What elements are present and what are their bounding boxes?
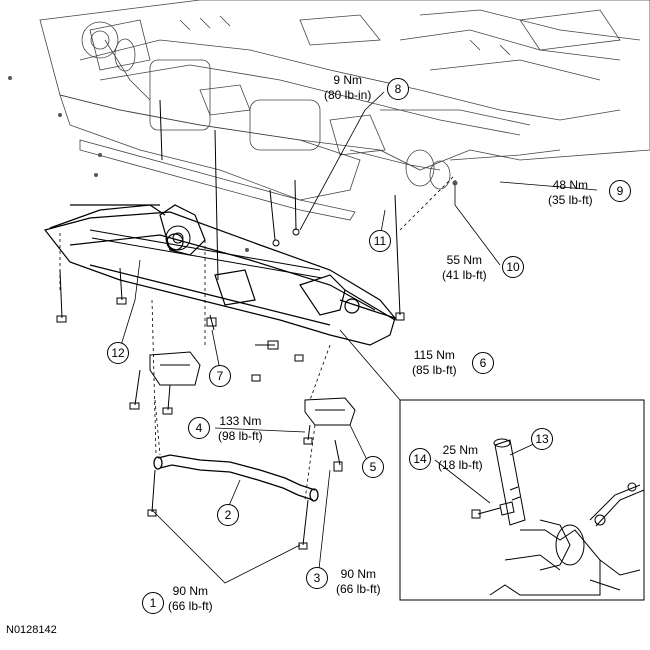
- steering-inset: [399, 399, 645, 601]
- spec-metric: 55 Nm: [446, 253, 483, 267]
- callout-10: 10: [502, 256, 524, 278]
- spec-90nm-item1: 90 Nm (66 lb-ft): [168, 584, 213, 614]
- callout-4: 4: [188, 417, 210, 439]
- callout-8: 8: [387, 78, 409, 100]
- callout-14: 14: [409, 448, 431, 470]
- spec-imperial: (18 lb-ft): [438, 458, 483, 472]
- figure-id: N0128142: [6, 624, 57, 636]
- callout-11: 11: [369, 230, 391, 252]
- spec-55nm-item10: 55 Nm (41 lb-ft): [442, 253, 487, 283]
- vehicle-underbody: [39, 0, 650, 221]
- callout-12: 12: [107, 342, 129, 364]
- callout-3: 3: [306, 567, 328, 589]
- steering-gear: [89, 225, 323, 279]
- spec-metric: 115 Nm: [413, 348, 455, 362]
- spec-metric: 90 Nm: [172, 584, 209, 598]
- spec-9nm-item8: 9 Nm (80 lb-in): [324, 73, 371, 103]
- spec-48nm-item9: 48 Nm (35 lb-ft): [548, 178, 593, 208]
- callout-7: 7: [209, 365, 231, 387]
- stabilizer-bar: [153, 454, 319, 502]
- callout-leaders: [117, 91, 598, 584]
- spec-imperial: (66 lb-ft): [336, 582, 381, 596]
- assembly-leaders: [59, 174, 456, 501]
- spec-imperial: (80 lb-in): [324, 88, 372, 102]
- stabilizer-bracket-left: [129, 351, 201, 415]
- callout-9: 9: [609, 180, 631, 202]
- spec-metric: 25 Nm: [442, 443, 479, 457]
- spec-115nm-item6: 115 Nm (85 lb-ft): [412, 348, 457, 378]
- spec-metric: 48 Nm: [552, 178, 589, 192]
- callout-1: 1: [142, 592, 164, 614]
- callout-5: 5: [362, 456, 384, 478]
- spec-metric: 90 Nm: [340, 567, 377, 581]
- subframe: [43, 204, 396, 346]
- stabilizer-bracket-right: [303, 397, 356, 472]
- callout-13: 13: [531, 428, 553, 450]
- spec-133nm-item4: 133 Nm (98 lb-ft): [218, 414, 263, 444]
- spec-imperial: (41 lb-ft): [442, 268, 487, 282]
- spec-imperial: (66 lb-ft): [168, 599, 213, 613]
- spec-metric: 133 Nm: [219, 414, 262, 428]
- callout-2: 2: [217, 504, 239, 526]
- spec-imperial: (98 lb-ft): [218, 429, 263, 443]
- spec-25nm-item14: 25 Nm (18 lb-ft): [438, 443, 483, 473]
- spec-metric: 9 Nm: [333, 73, 363, 87]
- spec-imperial: (85 lb-ft): [412, 363, 457, 377]
- spec-90nm-item3: 90 Nm (66 lb-ft): [336, 567, 381, 597]
- callout-6: 6: [472, 352, 494, 374]
- subframe-bolts: [56, 99, 405, 382]
- small-hardware: [8, 76, 458, 252]
- spec-imperial: (35 lb-ft): [548, 193, 593, 207]
